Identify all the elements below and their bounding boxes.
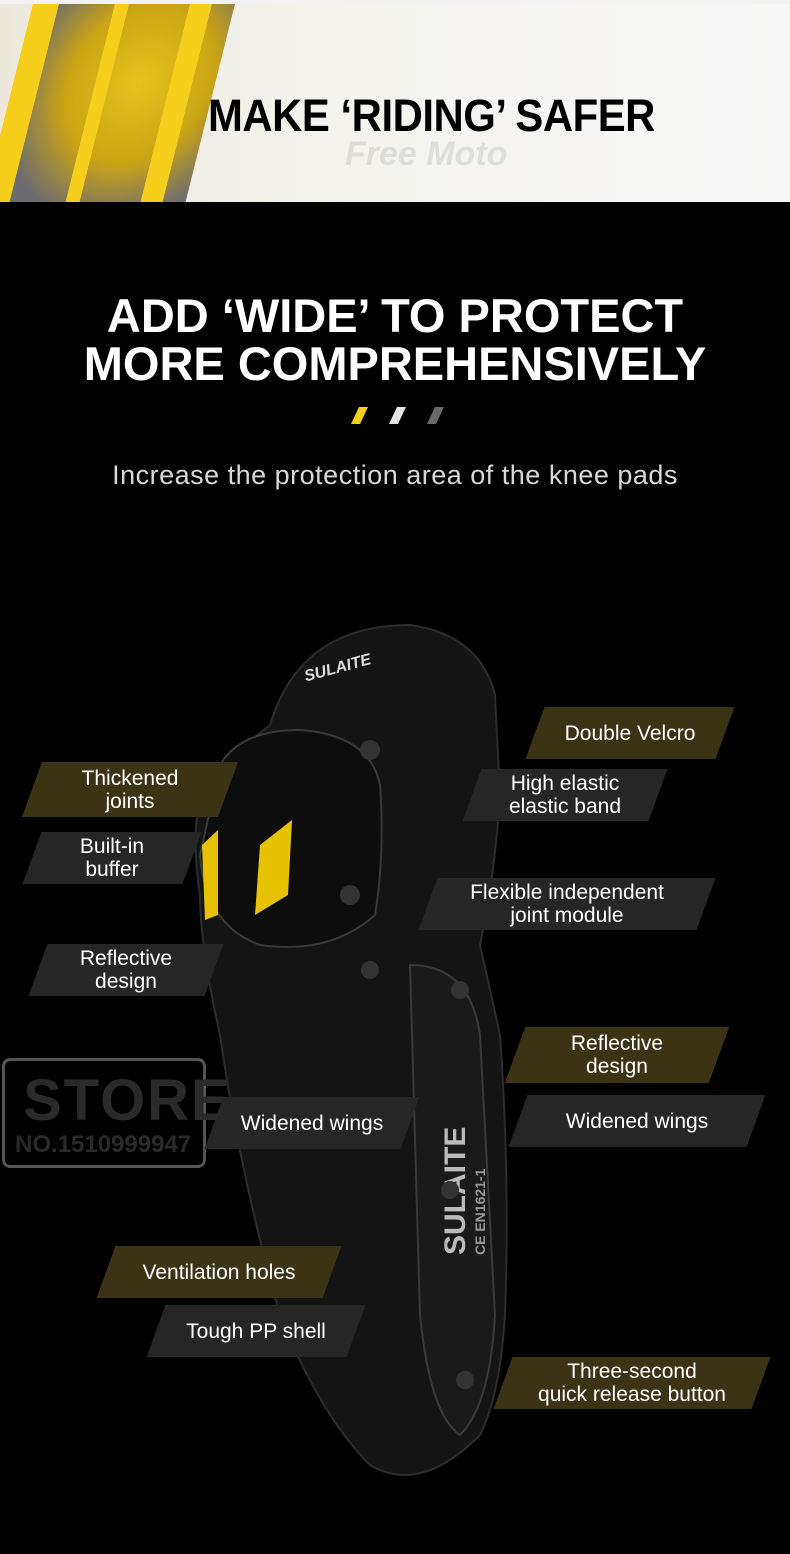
model-certification: CE EN1621-1 bbox=[472, 1168, 488, 1255]
dash-yellow bbox=[351, 407, 368, 424]
store-watermark: STORE NO.1510999947 bbox=[2, 1058, 230, 1168]
top-strip bbox=[0, 0, 790, 4]
ventilation-hole bbox=[451, 981, 469, 999]
reflective-insert-left bbox=[202, 830, 218, 920]
banner-title: MAKE ‘RIDING’ SAFER bbox=[208, 90, 655, 141]
headline: ADD ‘WIDE’ TO PROTECT MORE COMPREHENSIVE… bbox=[0, 292, 790, 388]
ventilation-hole bbox=[441, 1181, 459, 1199]
knee-pad-image: SULAITE CE EN1621-1 SULAITE bbox=[194, 623, 508, 1476]
subtitle: Increase the protection area of the knee… bbox=[112, 460, 678, 490]
store-watermark-number: NO.1510999947 bbox=[15, 1131, 192, 1158]
feature-label-widened-wings-left: Widened wings bbox=[204, 1097, 420, 1149]
feature-label-double-velcro: Double Velcro bbox=[525, 707, 735, 759]
dash-gray bbox=[427, 407, 444, 424]
feature-label-pp-shell: Tough PP shell bbox=[146, 1305, 366, 1357]
feature-label-widened-wings-right: Widened wings bbox=[508, 1095, 766, 1147]
headline-line-1: ADD ‘WIDE’ TO PROTECT bbox=[106, 289, 684, 342]
dash-white bbox=[389, 407, 406, 424]
ventilation-hole bbox=[456, 1371, 474, 1389]
reflective-insert-right bbox=[255, 820, 292, 915]
freemoto-watermark: Free Moto bbox=[345, 135, 508, 173]
feature-label-ventilation-holes: Ventilation holes bbox=[96, 1246, 342, 1298]
ventilation-hole bbox=[361, 961, 379, 979]
headline-line-2: MORE COMPREHENSIVELY bbox=[83, 337, 707, 390]
rivet bbox=[340, 885, 360, 905]
banner: Free Moto MAKE ‘RIDING’ SAFER bbox=[0, 4, 790, 202]
rivet bbox=[360, 740, 380, 760]
store-watermark-title: STORE bbox=[23, 1068, 232, 1133]
